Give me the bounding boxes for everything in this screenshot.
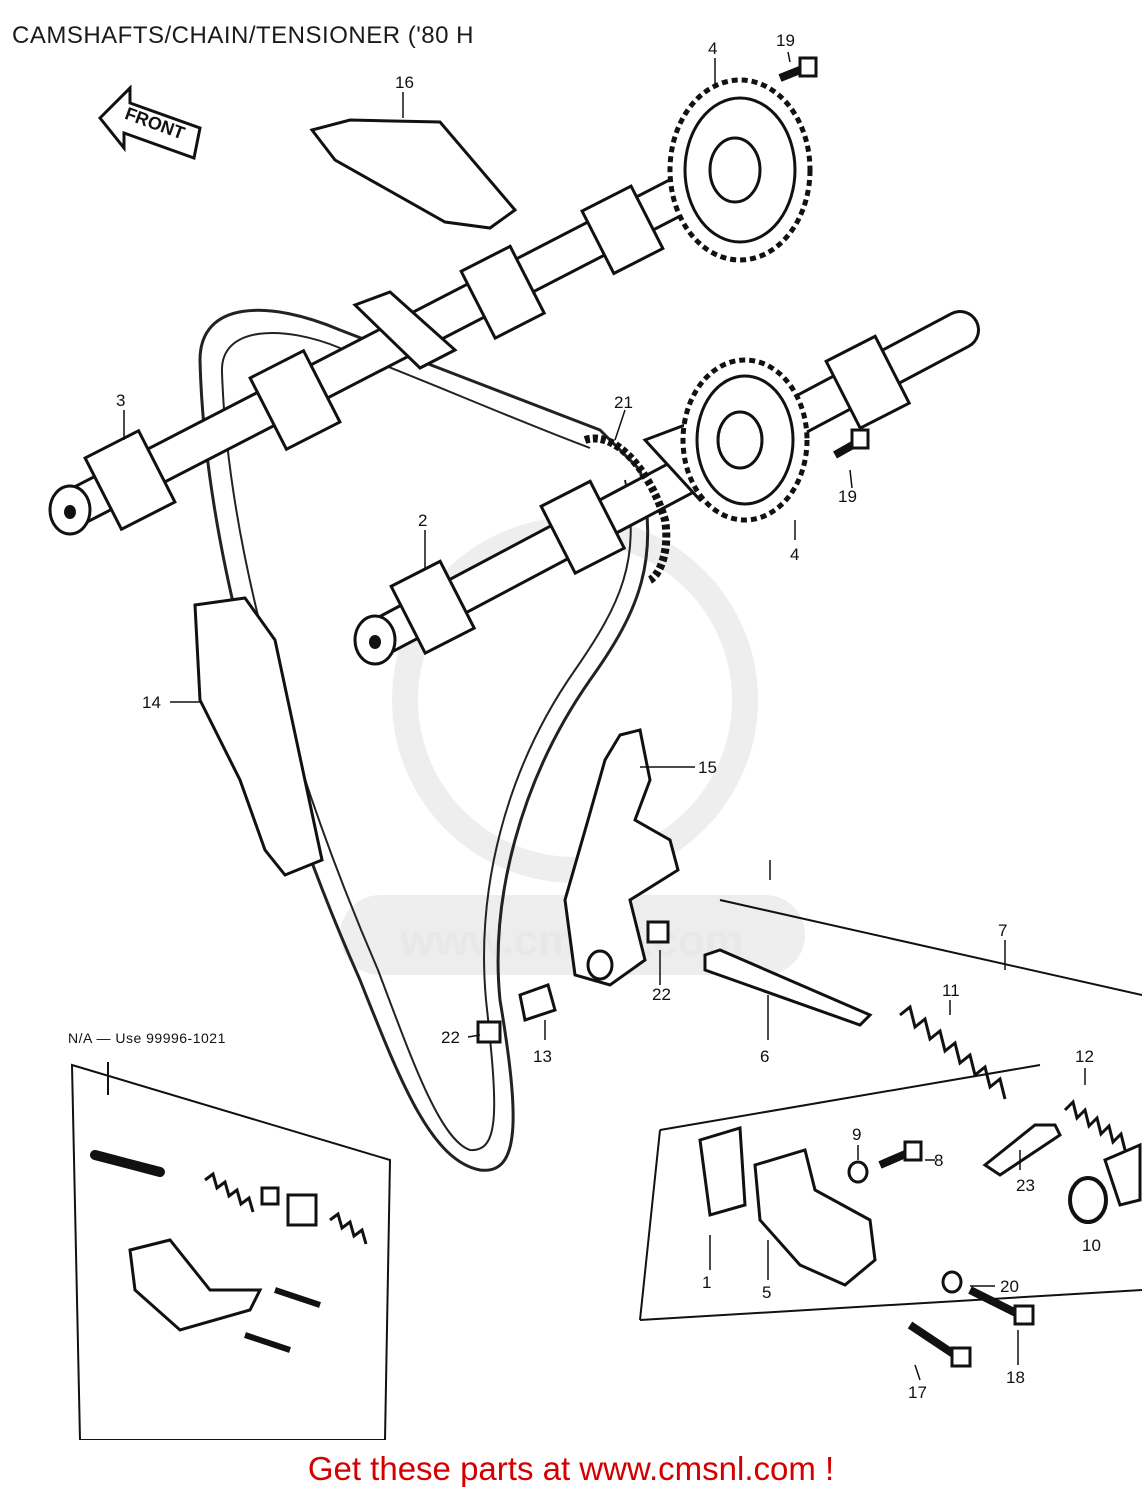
stopper-13 xyxy=(518,983,557,1022)
leader-lines xyxy=(123,51,1086,1381)
front-arrow: FRONT xyxy=(97,84,202,160)
plunger-23 xyxy=(982,1123,1062,1177)
sprocket-4-top xyxy=(667,77,813,263)
cam-chain xyxy=(198,308,650,1172)
callout-22-right: 22 xyxy=(652,985,671,1004)
bolt-17 xyxy=(907,1321,972,1368)
callout-21: 21 xyxy=(614,393,633,412)
callout-19-top: 19 xyxy=(776,31,795,50)
callout-2: 2 xyxy=(418,511,427,530)
push-rod-6 xyxy=(703,948,873,1027)
parts-diagram: www.cmsnl.com FRONT xyxy=(48,31,1142,1440)
callout-10: 10 xyxy=(1082,1236,1101,1255)
washer-10 xyxy=(1068,1176,1108,1224)
callout-14: 14 xyxy=(142,693,161,712)
page-title: CAMSHAFTS/CHAIN/TENSIONER ('80 H xyxy=(12,22,474,49)
callout-15: 15 xyxy=(698,758,717,777)
callout-22-left: 22 xyxy=(441,1028,460,1047)
damper-22-left xyxy=(476,1020,502,1044)
callout-8: 8 xyxy=(934,1151,943,1170)
footer-link[interactable]: Get these parts at www.cmsnl.com ! xyxy=(307,1450,835,1487)
callout-3: 3 xyxy=(116,391,125,410)
spring-12 xyxy=(1063,1099,1127,1151)
callout-7: 7 xyxy=(998,921,1007,940)
gasket-1 xyxy=(698,1126,747,1217)
callout-19-bottom: 19 xyxy=(838,487,857,506)
camshaft-cap-16 xyxy=(309,118,518,230)
camshaft-3 xyxy=(48,165,720,536)
callout-9: 9 xyxy=(852,1125,861,1144)
callout-1: 1 xyxy=(702,1273,711,1292)
bolt-8 xyxy=(878,1140,923,1169)
sprocket-4-bottom xyxy=(680,357,810,523)
damper-22-right xyxy=(646,920,670,944)
chain-guide-14 xyxy=(193,596,324,877)
bolt-19-bottom xyxy=(833,428,870,459)
callout-13: 13 xyxy=(533,1047,552,1066)
callout-4-bottom: 4 xyxy=(790,545,799,564)
assembly-7-bracket xyxy=(719,899,1142,996)
callout-12: 12 xyxy=(1075,1047,1094,1066)
washer-9 xyxy=(847,1160,869,1184)
callout-5: 5 xyxy=(762,1283,771,1302)
callout-18: 18 xyxy=(1006,1368,1025,1387)
tensioner-arm-15 xyxy=(563,728,680,987)
callout-16: 16 xyxy=(395,73,414,92)
callout-6: 6 xyxy=(760,1047,769,1066)
callout-4-top: 4 xyxy=(708,39,717,58)
chain-link-21 xyxy=(583,434,671,584)
spring-11 xyxy=(899,1004,1007,1100)
callout-11: 11 xyxy=(942,981,960,1000)
na-note: N/A — Use 99996-1021 xyxy=(68,1030,226,1046)
tensioner-body-5 xyxy=(753,1148,877,1287)
callout-17: 17 xyxy=(908,1383,927,1402)
bolt-18 xyxy=(968,1286,1035,1326)
na-inset xyxy=(70,1062,392,1440)
callout-20: 20 xyxy=(1000,1277,1019,1296)
washer-20 xyxy=(941,1270,963,1294)
callout-23: 23 xyxy=(1016,1176,1035,1195)
bolt-19-top xyxy=(778,56,818,82)
